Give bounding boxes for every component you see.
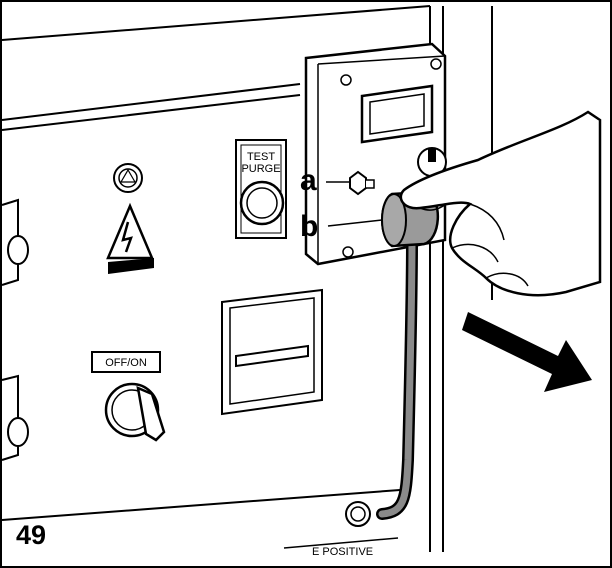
direction-arrow-icon bbox=[462, 312, 592, 392]
callout-b-label: b bbox=[300, 210, 318, 243]
callout-b-leader bbox=[327, 219, 383, 227]
screw-icon bbox=[340, 74, 352, 86]
fitting-a bbox=[326, 170, 375, 196]
lamp-icon bbox=[113, 163, 143, 193]
bottom-plate-label: E POSITIVE bbox=[312, 546, 373, 558]
off-on-plate bbox=[91, 351, 161, 373]
control-meter bbox=[221, 288, 323, 416]
bottom-plate bbox=[283, 537, 399, 549]
test-label: TEST bbox=[247, 151, 275, 163]
high-voltage-warning-icon bbox=[106, 202, 154, 274]
off-on-label: OFF/ON bbox=[105, 357, 147, 369]
screw-icon bbox=[430, 58, 442, 70]
cable-grommet bbox=[345, 501, 371, 527]
screw-icon bbox=[342, 246, 354, 258]
hand-illustration bbox=[399, 110, 602, 297]
test-purge-button[interactable]: TEST PURGE bbox=[235, 139, 287, 239]
rotary-switch-icon bbox=[104, 382, 166, 442]
cable bbox=[376, 234, 418, 520]
off-on-switch[interactable]: OFF/ON bbox=[91, 351, 166, 442]
callout-a-label: a bbox=[300, 164, 317, 197]
figure-number: 49 bbox=[16, 520, 46, 550]
push-button-icon bbox=[239, 180, 285, 226]
left-edge-controls bbox=[1, 198, 29, 461]
purge-label: PURGE bbox=[241, 163, 280, 175]
